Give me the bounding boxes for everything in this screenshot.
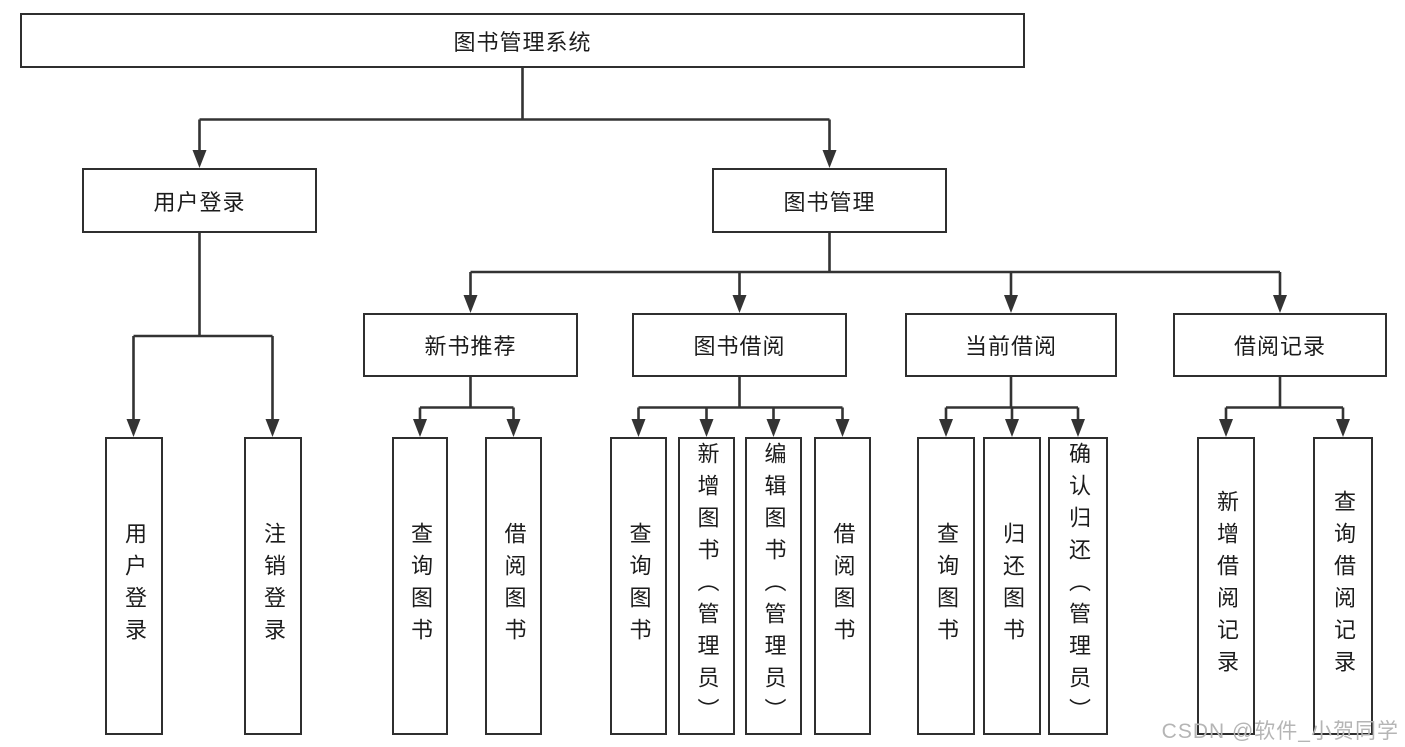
leaf-query-borrow-record: 查询借阅记录 xyxy=(1313,437,1373,735)
node-current-borrowing: 当前借阅 xyxy=(905,313,1117,377)
arrow-icon xyxy=(1071,419,1085,437)
node-label: 图书管理 xyxy=(783,189,876,215)
node-label: 用户登录 xyxy=(122,522,147,650)
arrow-icon xyxy=(265,419,280,437)
arrow-icon xyxy=(463,295,478,313)
node-label: 查询图书 xyxy=(934,522,959,650)
node-book-borrowing: 图书借阅 xyxy=(632,313,847,377)
edge-borrowing-records-to-leaves xyxy=(1224,377,1345,423)
leaf-edit-books-admin: 编辑图书（管理员） xyxy=(745,437,802,735)
node-borrowing-records: 借阅记录 xyxy=(1173,313,1387,377)
watermark: CSDN @软件_小贺同学 xyxy=(1161,720,1399,743)
leaf-user-login: 用户登录 xyxy=(105,437,163,735)
node-label: 当前借阅 xyxy=(964,334,1057,359)
edge-paths xyxy=(132,68,1345,423)
arrow-icon xyxy=(1273,295,1287,313)
node-label: 借阅记录 xyxy=(1233,334,1326,359)
node-label: 查询图书 xyxy=(626,522,652,650)
node-label: 借阅图书 xyxy=(830,522,856,650)
arrow-icon xyxy=(835,419,850,437)
leaf-logout: 注销登录 xyxy=(244,437,302,735)
node-label: 图书管理系统 xyxy=(453,29,592,55)
edge-root-to-level2 xyxy=(198,68,831,154)
node-new-book-recommend: 新书推荐 xyxy=(363,313,578,377)
node-label: 新增图书（管理员） xyxy=(694,442,720,730)
leaf-borrow-books-recommend: 借阅图书 xyxy=(485,437,542,735)
edge-user-login-to-leaves xyxy=(132,233,274,423)
arrow-icon xyxy=(1004,295,1018,313)
node-label: 确认归还（管理员） xyxy=(1066,442,1091,730)
node-label: 编辑图书（管理员） xyxy=(761,442,787,730)
edge-book-management-to-level3 xyxy=(469,233,1282,299)
edge-book-borrowing-to-leaves xyxy=(637,377,844,423)
node-label: 新增借阅记录 xyxy=(1214,490,1239,682)
node-label: 新书推荐 xyxy=(424,334,517,359)
arrow-icon xyxy=(631,419,646,437)
node-user-login: 用户登录 xyxy=(82,168,317,233)
arrow-icon xyxy=(939,419,953,437)
leaf-add-books-admin: 新增图书（管理员） xyxy=(678,437,735,735)
leaf-confirm-return-admin: 确认归还（管理员） xyxy=(1048,437,1108,735)
arrow-icon xyxy=(506,419,521,437)
node-label: 借阅图书 xyxy=(501,522,527,650)
node-root: 图书管理系统 xyxy=(20,13,1025,68)
arrow-icon xyxy=(413,419,427,437)
leaf-query-books-recommend: 查询图书 xyxy=(392,437,448,735)
arrow-icon xyxy=(699,419,714,437)
node-book-management: 图书管理 xyxy=(712,168,947,233)
leaf-add-borrow-record: 新增借阅记录 xyxy=(1197,437,1255,735)
arrow-icon xyxy=(822,150,837,168)
arrow-icon xyxy=(192,150,207,168)
leaf-query-books-current: 查询图书 xyxy=(917,437,975,735)
node-label: 归还图书 xyxy=(1000,522,1025,650)
arrow-icon xyxy=(766,419,781,437)
node-label: 注销登录 xyxy=(261,522,286,650)
leaf-borrow-books-borrowing: 借阅图书 xyxy=(814,437,871,735)
arrowheads xyxy=(126,150,1350,437)
edge-current-borrowing-to-leaves xyxy=(944,377,1080,423)
arrow-icon xyxy=(126,419,141,437)
node-label: 图书借阅 xyxy=(693,334,786,359)
node-label: 查询图书 xyxy=(408,522,433,650)
leaf-query-books-borrowing: 查询图书 xyxy=(610,437,667,735)
edge-new-book-recommend-to-leaves xyxy=(418,377,515,423)
node-label: 查询借阅记录 xyxy=(1331,490,1356,682)
arrow-icon xyxy=(1005,419,1019,437)
arrow-icon xyxy=(732,295,747,313)
arrow-icon xyxy=(1336,419,1350,437)
node-label: 用户登录 xyxy=(153,189,246,215)
arrow-icon xyxy=(1219,419,1233,437)
leaf-return-books: 归还图书 xyxy=(983,437,1041,735)
